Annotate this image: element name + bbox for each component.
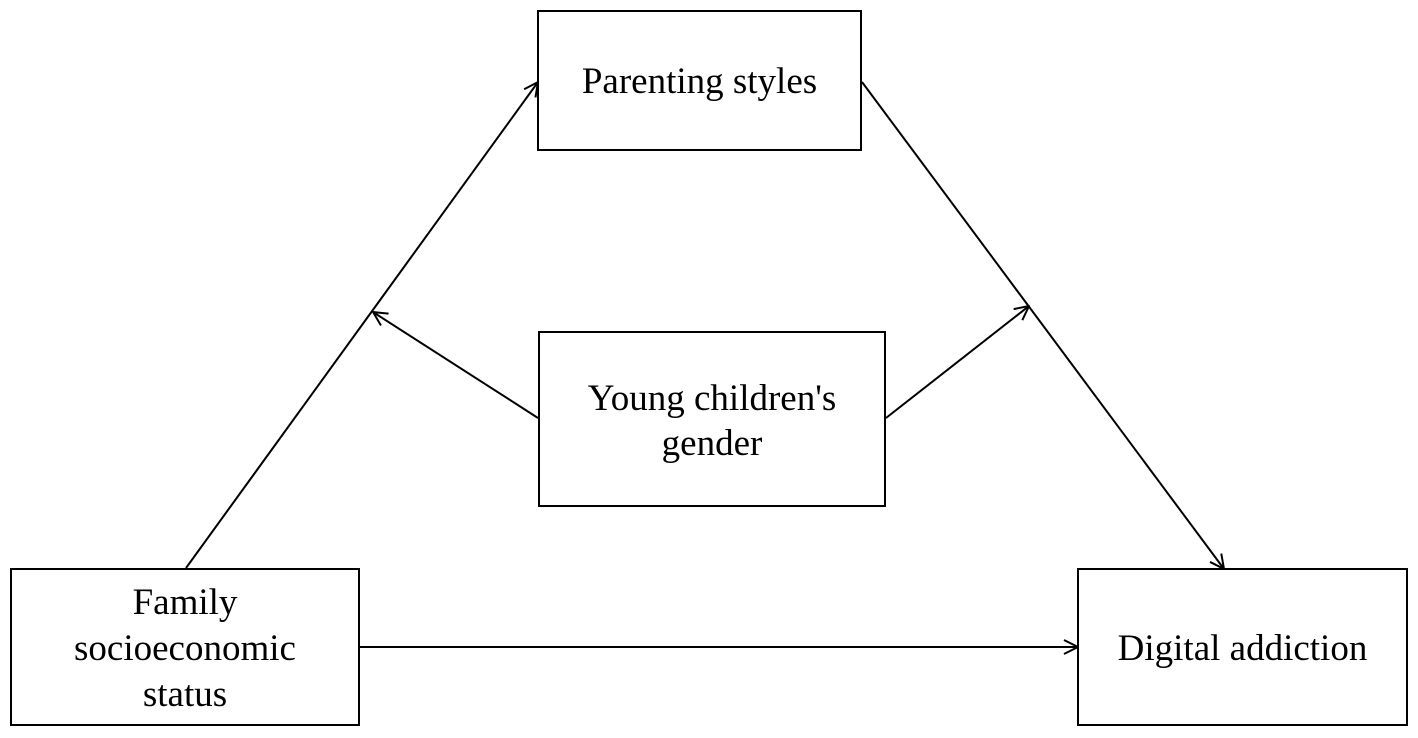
node-parenting-styles-label: Parenting styles [582,61,817,102]
edge-ses-to-parenting [185,82,538,569]
node-digital-addiction-label: Digital addiction [1118,628,1368,669]
edge-gender-moderates-ses-parenting [373,312,539,419]
node-gender-label-line-1: Young children's [588,378,837,419]
edge-parenting-to-addiction [861,81,1224,569]
node-gender-label-line-2: gender [662,423,763,464]
node-family-socioeconomic-status: Family socioeconomic status [10,568,360,726]
node-young-childrens-gender: Young children's gender [538,331,886,507]
node-ses-label-line-1: Family [133,582,238,623]
node-ses-label-line-2: socioeconomic [74,628,296,669]
edge-gender-moderates-parenting-addiction [885,306,1029,419]
node-parenting-styles: Parenting styles [537,10,862,151]
node-ses-label-line-3: status [143,674,227,715]
node-digital-addiction: Digital addiction [1077,568,1408,726]
